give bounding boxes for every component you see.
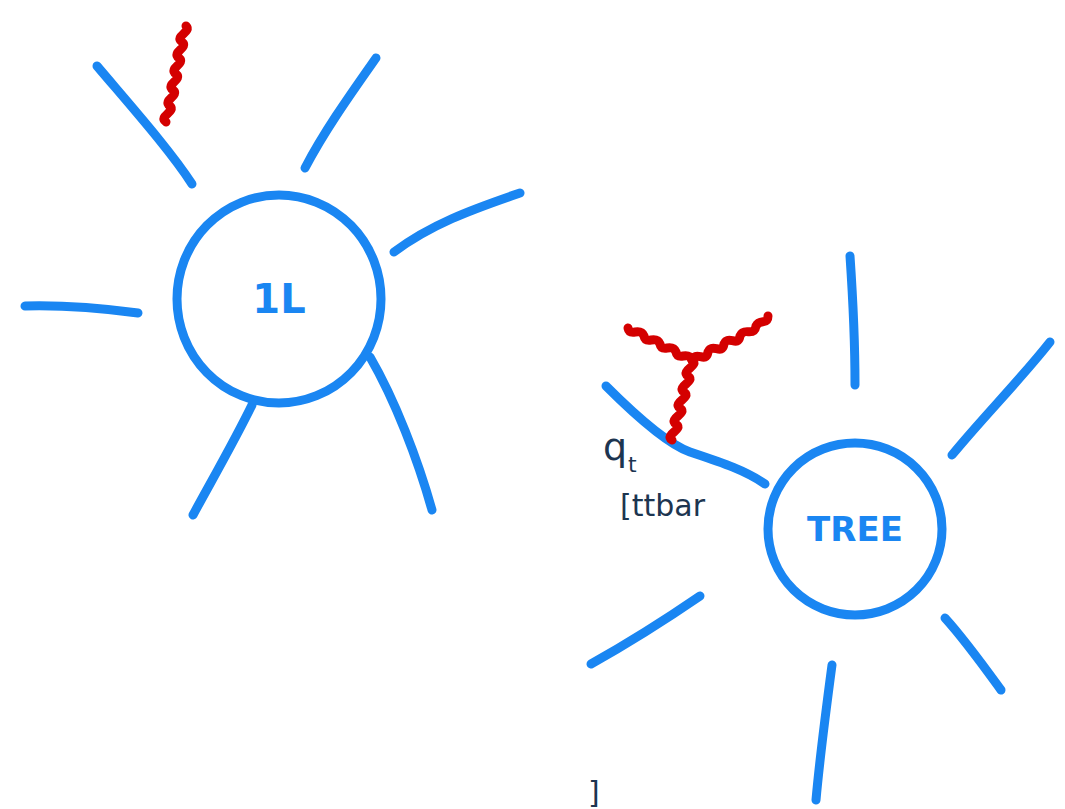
node-label: TREE	[807, 509, 903, 549]
leg-line	[850, 256, 855, 385]
gluon-line	[164, 26, 187, 122]
leg-line	[952, 342, 1050, 455]
blob-circle: 1L	[172, 190, 386, 408]
leg-line	[591, 596, 700, 664]
annotation-text: t	[628, 452, 637, 477]
gluon-line	[670, 360, 694, 440]
leg-line	[945, 618, 1001, 690]
leg-line	[370, 357, 432, 510]
gluon-lines	[164, 26, 768, 440]
particle-legs	[25, 58, 1050, 800]
leg-line	[816, 665, 832, 800]
blob-circle: TREE	[763, 438, 947, 620]
leg-line	[394, 193, 520, 252]
leg-line	[25, 306, 138, 313]
leg-line	[193, 405, 252, 515]
annotation-text: ]	[588, 775, 600, 809]
annotation-text: [ttbar	[620, 488, 705, 523]
gluon-line	[692, 316, 768, 360]
annotation-text: q	[603, 425, 627, 469]
node-label: 1L	[252, 276, 305, 322]
leg-line	[305, 58, 376, 168]
gluon-line	[628, 328, 692, 360]
